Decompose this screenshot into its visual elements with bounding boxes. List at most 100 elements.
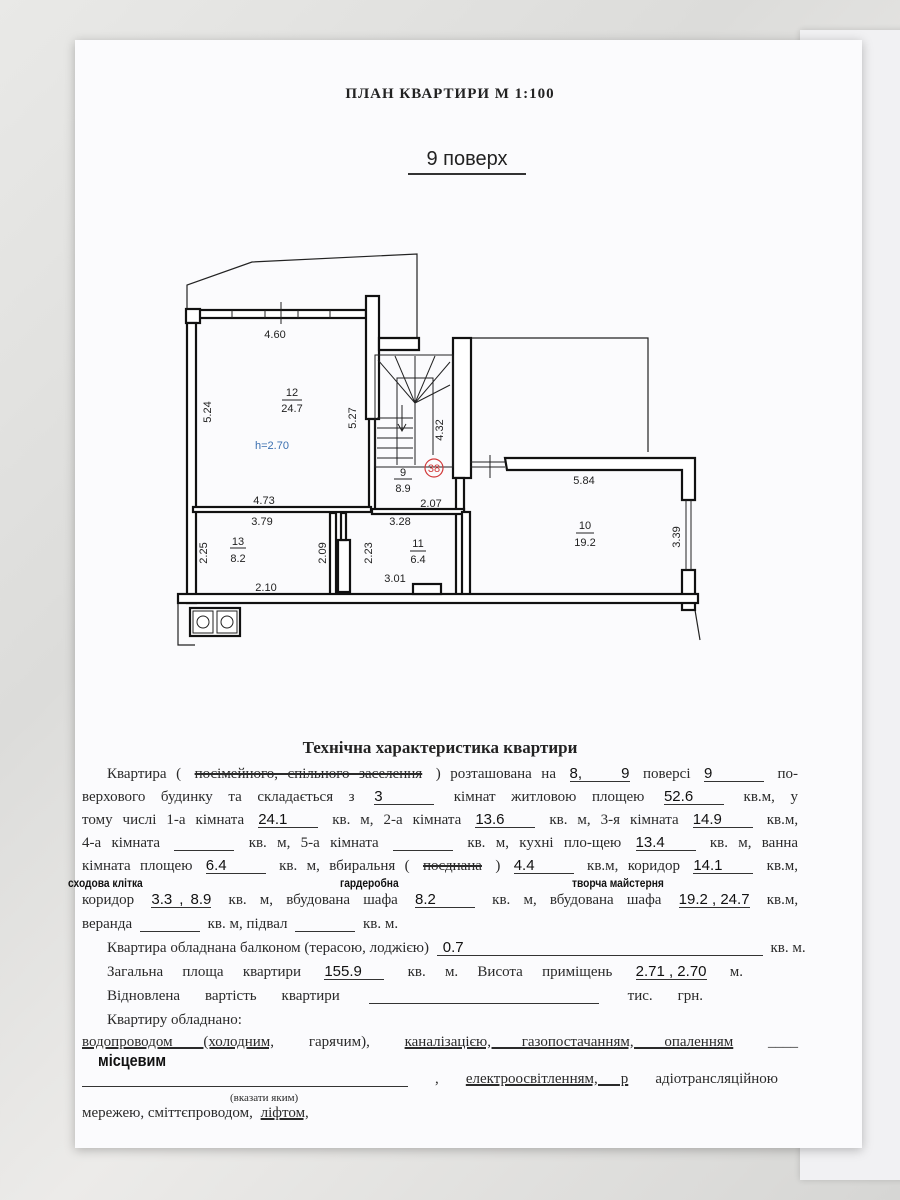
dim-label: 2.23: [363, 542, 375, 563]
handwritten-note: гардеробна: [340, 876, 399, 890]
pillar-wall-2: [451, 336, 473, 480]
stair-bottom-wall: [370, 507, 466, 516]
form-line: верхового будинку та складається з 3 кім…: [80, 789, 800, 805]
dim-label: 3.39: [671, 526, 683, 547]
printed-text: кв.м,: [766, 858, 799, 874]
filled-value: 24.1: [258, 812, 319, 828]
underlined-text: водопроводом (холодним,: [82, 1034, 275, 1050]
room10-top-wall: [503, 456, 697, 502]
dim-label: 4.60: [264, 329, 285, 341]
dim-label: 4.73: [253, 495, 274, 507]
room11-right-wall: [460, 510, 472, 598]
printed-text: Квартиру обладнано:: [107, 1012, 242, 1028]
dim-label: 4.32: [434, 419, 446, 440]
form-line: Відновлена вартість квартири тис. грн.: [105, 988, 705, 1004]
printed-text: по-: [777, 766, 799, 782]
printed-text: верхового будинку та складається з: [82, 789, 355, 805]
floor-label: 9 поверх: [408, 148, 526, 175]
bottom-outline: [177, 602, 195, 646]
form-line: кімната площею 6.4 кв. м, вбиральня ( по…: [80, 858, 800, 874]
filled-value: [368, 988, 599, 1004]
room12-right-wall: [367, 417, 377, 513]
form-line: Загальна площа квартири 155.9 кв. м. Вис…: [105, 964, 745, 980]
hint-text: (вказати яким): [230, 1092, 299, 1104]
filled-value: [139, 916, 200, 932]
printed-text: кв.м, у: [743, 789, 798, 805]
room-9-number: 9: [400, 467, 406, 479]
room-13-area: 8.2: [230, 553, 245, 565]
form-line: , електроосвітленням, р адіотрансляційно…: [80, 1071, 780, 1087]
dim-label: 5.27: [347, 407, 359, 428]
printed-text: ,: [435, 1071, 439, 1087]
dim-label: 5.84: [573, 475, 594, 487]
plan-details: [192, 302, 692, 634]
document-title: ПЛАН КВАРТИРИ М 1:100: [345, 86, 555, 102]
window-top: [188, 308, 368, 320]
stamp-number: 38: [428, 463, 440, 475]
ceiling-height-label: h=2.70: [255, 440, 289, 452]
printed-text: кв. м, вбиральня (: [279, 858, 410, 874]
printed-text: Загальна площа квартири: [107, 964, 302, 980]
printed-text: кімнат житловою площею: [453, 789, 645, 805]
printed-text: адіотрансляційною: [655, 1071, 778, 1087]
filled-value: 0.7: [436, 940, 763, 956]
form-line: мережею, сміттєпроводом, ліфтом,: [80, 1105, 311, 1121]
dim-label: 2.09: [317, 542, 329, 563]
room-10-area: 19.2: [574, 537, 595, 549]
filled-value: 8.2: [415, 892, 475, 908]
room-11-area: 6.4: [410, 554, 425, 566]
printed-text: Квартира (: [107, 766, 182, 782]
dim-label: 3.28: [389, 516, 410, 528]
printed-text: кв. м, ванна: [709, 835, 799, 851]
printed-text: кв. м, кухні пло-щею: [467, 835, 622, 851]
room-12-area: 24.7: [281, 403, 302, 415]
handwritten-note: сходова клітка: [68, 876, 143, 890]
printed-text: тис. грн.: [627, 988, 704, 1004]
printed-text: ) розташована на: [435, 766, 556, 782]
form-line: 4-а кімната кв. м, 5-а кімната кв. м, ку…: [80, 835, 800, 851]
form-line: Квартира ( посімейного, спільного заселе…: [105, 766, 800, 782]
printed-text: кв. м, вбудована шафа: [228, 892, 398, 908]
left-window-wall: [185, 321, 198, 605]
duct: [411, 582, 443, 596]
heating-type-value: місцевим: [98, 1051, 167, 1070]
struck-text: посімейного, спільного заселення: [194, 766, 423, 782]
dim-label: 3.01: [384, 573, 405, 585]
dim-label: 3.79: [251, 516, 272, 528]
printed-text: кв.м,: [766, 812, 799, 828]
filled-value: 4.4: [513, 858, 574, 874]
room12-bottom-wall: [191, 505, 373, 514]
filled-value: [295, 916, 356, 932]
form-line: водопроводом (холодним, гарячим), каналі…: [80, 1034, 800, 1050]
form-heading: Технічна характеристика квартири: [302, 738, 578, 757]
stair-top-wall: [377, 336, 421, 352]
filled-value: 3: [374, 789, 435, 805]
dim-label: 2.25: [198, 542, 210, 563]
form-line: Квартиру обладнано:: [105, 1012, 244, 1028]
printed-text: коридор: [82, 892, 135, 908]
form-line: (вказати яким): [228, 1089, 300, 1105]
filled-value: 13.4: [635, 835, 696, 851]
printed-text: кв. м, 3-я кімната: [549, 812, 679, 828]
pillar-wall: [364, 294, 381, 421]
filled-value: [174, 835, 235, 851]
printed-text: Квартира обладнана балконом (терасою, ло…: [107, 940, 429, 956]
printed-text: ): [495, 858, 501, 874]
filled-value: 52.6: [663, 789, 724, 805]
room-13-number: 13: [232, 536, 244, 548]
printed-text: 4-а кімната: [82, 835, 161, 851]
filled-value: 14.9: [692, 812, 753, 828]
terrace-outline: [471, 337, 649, 452]
printed-text: кв. м. Висота приміщень: [407, 964, 613, 980]
room-11-number: 11: [412, 538, 423, 550]
printed-text: кв.м,: [766, 892, 799, 908]
printed-text: ____: [768, 1034, 799, 1050]
room-12-number: 12: [286, 387, 298, 399]
handwritten-note: творча майстерня: [572, 876, 664, 890]
printed-text: мережею, сміттєпроводом,: [82, 1105, 253, 1121]
plan-walls: [176, 294, 700, 638]
filled-value: 2.71 , 2.70: [635, 963, 707, 980]
room11-left-wall: [339, 511, 348, 542]
filled-value: 155.9: [324, 964, 385, 980]
